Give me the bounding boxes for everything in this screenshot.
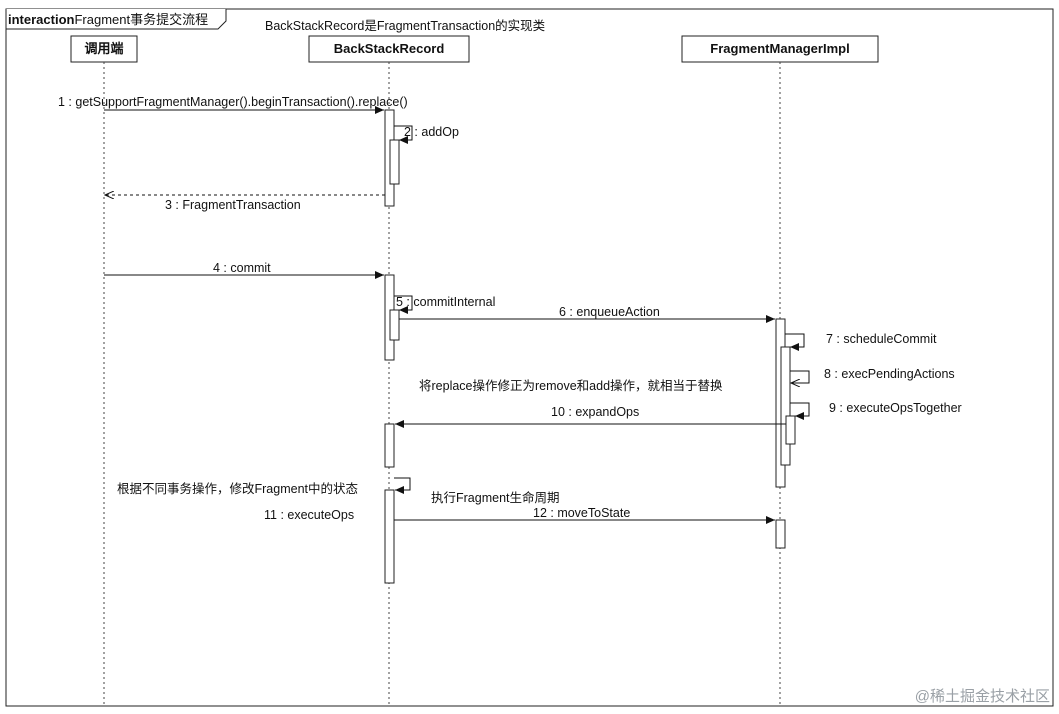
- message-label-6: 6 : enqueueAction: [559, 305, 660, 319]
- message-arrow-8: [790, 370, 810, 383]
- message-arrow-5: [394, 295, 413, 314]
- note-backstack-impl: BackStackRecord是FragmentTransaction的实现类: [265, 18, 546, 33]
- watermark: @稀土掘金技术社区: [915, 688, 1050, 705]
- message-label-12: 12 : moveToState: [533, 506, 630, 520]
- participant-fragmentmanagerimpl-box: [681, 35, 879, 63]
- frame-title-prefix: interaction: [8, 12, 75, 27]
- message-label-2: 2 : addOp: [404, 125, 459, 139]
- activation-bar: [389, 139, 400, 185]
- participant-backstackrecord: BackStackRecord: [334, 41, 445, 56]
- frame-title-tab: [5, 9, 227, 30]
- participant-fragmentmanagerimpl: FragmentManagerImpl: [710, 41, 849, 56]
- participant-caller-box: [70, 35, 138, 63]
- message-label-10: 10 : expandOps: [551, 405, 639, 419]
- message-label-3: 3 : FragmentTransaction: [165, 198, 301, 212]
- note-state: 根据不同事务操作，修改Fragment中的状态: [117, 481, 358, 496]
- message-label-9: 9 : executeOpsTogether: [829, 401, 962, 415]
- activation-bar: [389, 309, 400, 341]
- activation-bar: [384, 423, 395, 468]
- activation-bar: [785, 415, 796, 445]
- message-label-4: 4 : commit: [213, 261, 271, 275]
- message-label-5: 5 : commitInternal: [396, 295, 495, 309]
- message-arrow-7: [785, 333, 805, 351]
- interaction-frame: [5, 8, 1054, 707]
- message-label-7: 7 : scheduleCommit: [826, 332, 937, 346]
- participant-caller: 调用端: [84, 41, 123, 56]
- activation-bar: [775, 519, 786, 549]
- message-label-8: 8 : execPendingActions: [824, 367, 955, 381]
- message-label-1: 1 : getSupportFragmentManager().beginTra…: [58, 95, 408, 109]
- message-label-11: 11 : executeOps: [264, 508, 354, 522]
- message-arrow-9: [790, 402, 810, 420]
- activation-bar: [384, 489, 395, 584]
- activation-bar: [780, 346, 791, 466]
- note-lifecycle: 执行Fragment生命周期: [431, 490, 560, 505]
- message-arrow-2: [394, 125, 413, 144]
- frame-title-rest: Fragment事务提交流程: [74, 12, 208, 27]
- message-arrow-11: [394, 477, 411, 494]
- frame-title: interactionFragment事务提交流程: [8, 12, 208, 27]
- note-replace: 将replace操作修正为remove和add操作，就相当于替换: [419, 378, 723, 393]
